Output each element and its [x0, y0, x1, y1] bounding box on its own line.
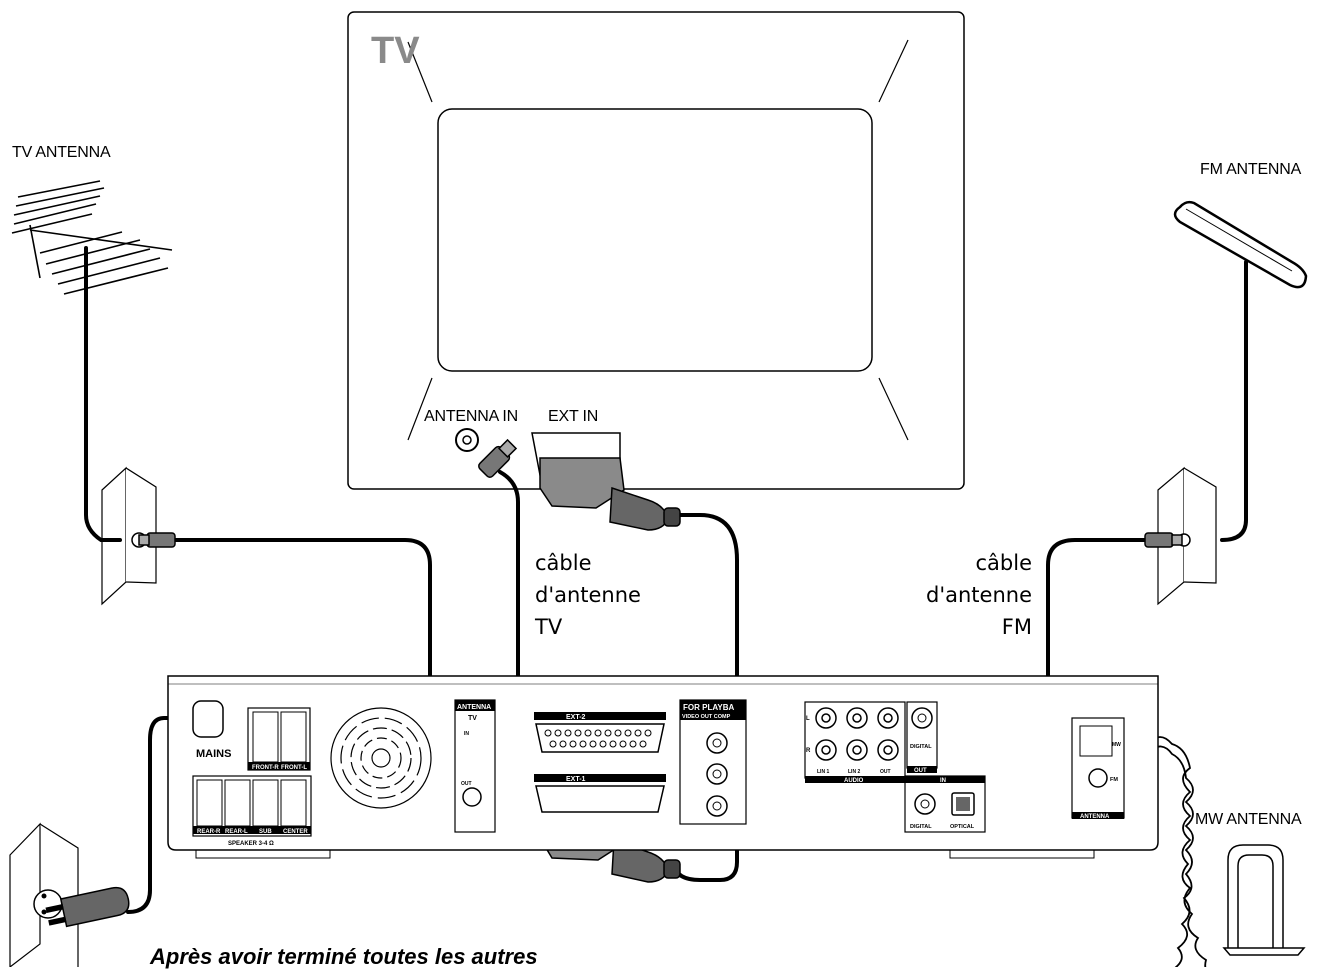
digital-in-label: DIGITAL [910, 824, 932, 830]
aux-label: AUX I/O [618, 714, 645, 721]
tv-logo: TV [371, 30, 420, 72]
front-l-label: FRONT-L [281, 765, 307, 771]
front-r-label: FRONT-R [252, 765, 279, 771]
antenna-block-label: ANTENNA [1080, 814, 1110, 820]
receiver-unit [167, 675, 1159, 859]
optical-label: OPTICAL [950, 824, 975, 830]
lin1-label: LIN 1 [817, 769, 829, 775]
fm-cable-line-2: d'antenne [926, 583, 1032, 607]
in-block-label: IN [940, 778, 946, 784]
tv-cable-line-2: d'antenne [535, 583, 641, 607]
mw-antenna-icon [1222, 844, 1306, 956]
fm-cable-line-3: FM [1001, 615, 1032, 639]
digital-out-label: DIGITAL [910, 744, 932, 750]
mw-label: MW [1112, 742, 1121, 748]
tv-antenna-in-label: ANTENNA IN [424, 408, 519, 425]
video-out-label: VIDEO OUT COMP [682, 714, 731, 720]
out-small-label: OUT [880, 769, 891, 775]
r-label: R [806, 748, 811, 754]
fm-antenna-label: FM ANTENNA [1200, 161, 1302, 178]
ext2-label: EXT-2 [566, 714, 586, 721]
antenna-out-label: OUT [461, 781, 472, 787]
ext1-label: EXT-1 [566, 776, 586, 783]
tv-cable-line-3: TV [535, 615, 563, 639]
fm-cable-line-1: câble [975, 551, 1033, 575]
scart-plug-tv [539, 457, 681, 531]
fm-cable-label: câble d'antenne FM [920, 547, 1032, 643]
sub-label: SUB [259, 829, 272, 835]
antenna-tv-header: ANTENNA [457, 704, 491, 711]
for-playback-label: FOR PLAYBA [683, 703, 734, 712]
audio-label: AUDIO [844, 778, 864, 784]
cables [84, 246, 1248, 914]
tv-antenna-label: TV ANTENNA [12, 144, 111, 161]
tv-cable-line-1: câble [535, 551, 592, 575]
tv-cable-label: câble d'antenne TV [535, 547, 641, 643]
out-block-label: OUT [914, 768, 927, 774]
tv-ext-in-label: EXT IN [548, 408, 599, 425]
to-tv-label: TO TV-I/O [613, 776, 645, 783]
rear-r-label: REAR-R [197, 829, 221, 835]
mains-label: MAINS [196, 748, 231, 760]
rear-l-label: REAR-L [225, 829, 248, 835]
tv-antenna-icon [11, 180, 173, 295]
fm-label: FM [1110, 777, 1118, 783]
l-label: L [806, 716, 810, 722]
lin2-label: LIN 2 [848, 769, 860, 775]
antenna-in-label: IN [464, 731, 469, 737]
mains-wall-socket [9, 822, 79, 967]
antenna-tv-label: TV [468, 715, 477, 722]
fm-antenna-icon [1173, 200, 1308, 289]
center-label: CENTER [283, 829, 308, 835]
mw-antenna-label: MW ANTENNA [1195, 811, 1302, 828]
speaker-label: SPEAKER 3-4 Ω [228, 841, 274, 847]
tv-set [347, 11, 965, 490]
caption: Après avoir terminé toutes les autres [150, 944, 538, 969]
tv-wall-socket [101, 466, 157, 606]
